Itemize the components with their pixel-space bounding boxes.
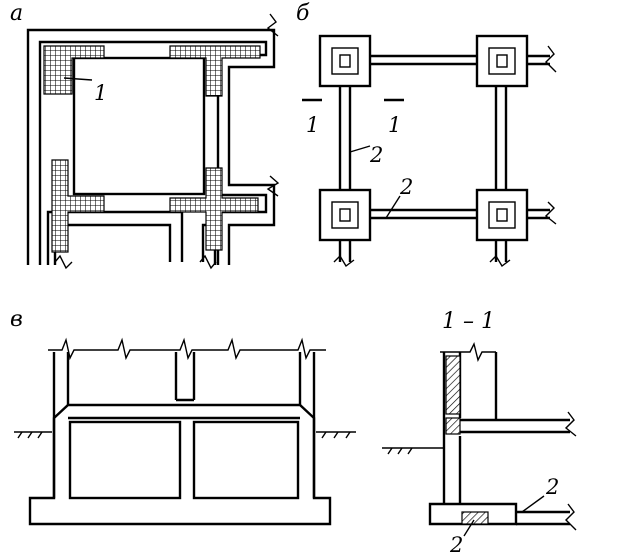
break-mark xyxy=(199,254,217,270)
break-mark xyxy=(564,411,577,437)
beam-left xyxy=(338,86,352,190)
break-mark xyxy=(489,254,511,268)
break-mark xyxy=(333,254,355,268)
break-mark xyxy=(54,254,73,270)
leader-line xyxy=(349,145,371,153)
break-line-top xyxy=(48,337,326,361)
tie-beam-upper xyxy=(460,418,570,434)
beam-opening-right xyxy=(192,420,300,500)
beam-bottom xyxy=(370,208,477,220)
callout-2-upper: 2 xyxy=(545,475,559,499)
leader-line xyxy=(463,519,475,537)
mesh-node-bottom-right xyxy=(169,167,259,251)
panel-a-plan xyxy=(26,13,280,270)
beam-top xyxy=(370,54,477,66)
break-mark xyxy=(266,13,279,37)
ground-hatch xyxy=(321,431,351,439)
panel-label-a: а xyxy=(10,1,23,26)
leader-line xyxy=(521,495,545,513)
section-1-1 xyxy=(382,341,577,537)
panel-label-b: б xyxy=(296,1,310,26)
section-hatch-footing xyxy=(461,511,489,525)
break-mark xyxy=(565,503,577,531)
column-bottom-left xyxy=(318,188,372,242)
break-mark xyxy=(544,201,557,225)
callout-2-lower: 2 xyxy=(449,533,463,557)
tie-beam-lower xyxy=(516,510,570,526)
panel-a-inner-room xyxy=(72,56,206,196)
section-hatch-wall xyxy=(445,355,461,415)
column-stub xyxy=(494,240,508,262)
column-top-left xyxy=(318,34,372,88)
callout-section-left: 1 xyxy=(306,113,319,137)
ground-hatch xyxy=(17,431,43,439)
mesh-node-top-right xyxy=(169,45,261,97)
section-title: 1 – 1 xyxy=(442,309,495,334)
break-mark xyxy=(266,175,280,197)
beam-right xyxy=(494,86,508,190)
panel-v-elevation xyxy=(14,337,356,526)
panel-label-v: в xyxy=(10,307,23,332)
break-mark xyxy=(545,45,557,73)
beam-opening-left xyxy=(68,420,182,500)
foundation-beam xyxy=(28,403,332,526)
leader-line xyxy=(63,77,93,81)
leader-line xyxy=(385,195,401,219)
callout-1: 1 xyxy=(94,81,107,105)
column-top-right xyxy=(475,34,529,88)
mesh-node-top-left xyxy=(43,45,105,95)
upper-walls xyxy=(52,352,316,418)
column-stub xyxy=(338,240,352,262)
column-bottom-right xyxy=(475,188,529,242)
beam-sides xyxy=(52,418,316,498)
callout-2-horizontal: 2 xyxy=(399,175,413,199)
beam-stub xyxy=(527,208,550,220)
break-line-top xyxy=(440,341,496,363)
panel-b-plan xyxy=(302,34,557,268)
callout-2-vertical: 2 xyxy=(369,143,383,167)
callout-section-right: 1 xyxy=(388,113,401,137)
ground-hatch xyxy=(387,447,413,455)
mesh-node-bottom-left xyxy=(51,159,105,253)
beam-stub xyxy=(527,54,550,66)
section-hatch-beam xyxy=(445,417,461,435)
